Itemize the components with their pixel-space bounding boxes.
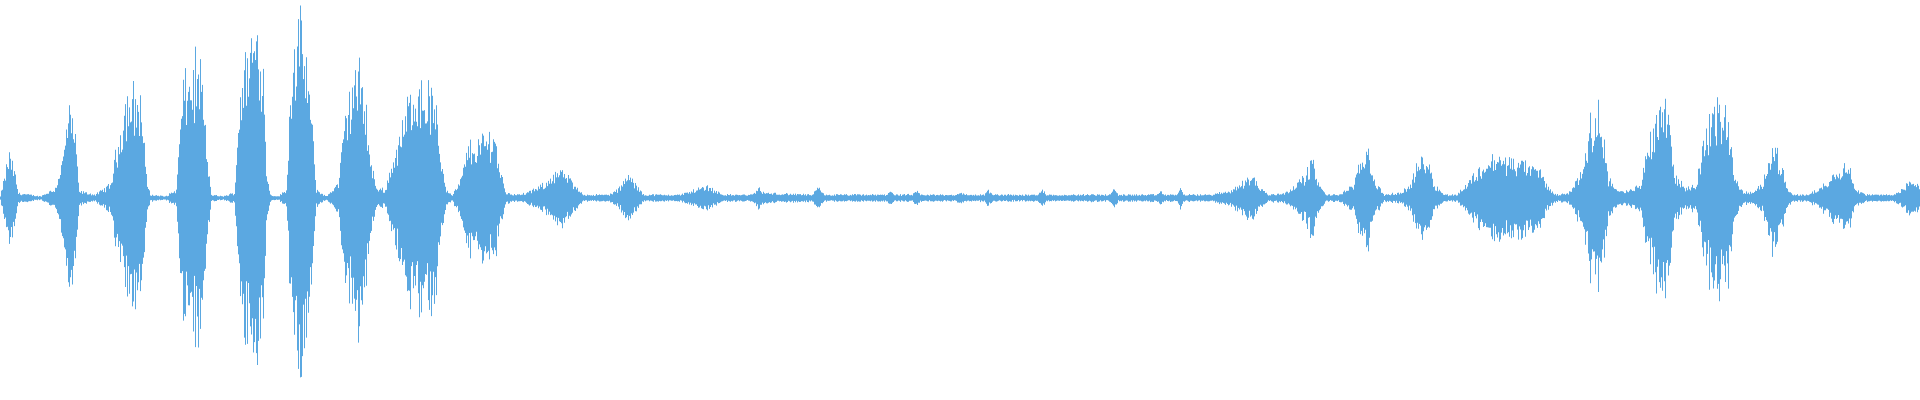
waveform-samples [0,5,1920,378]
waveform-path [0,5,1920,378]
